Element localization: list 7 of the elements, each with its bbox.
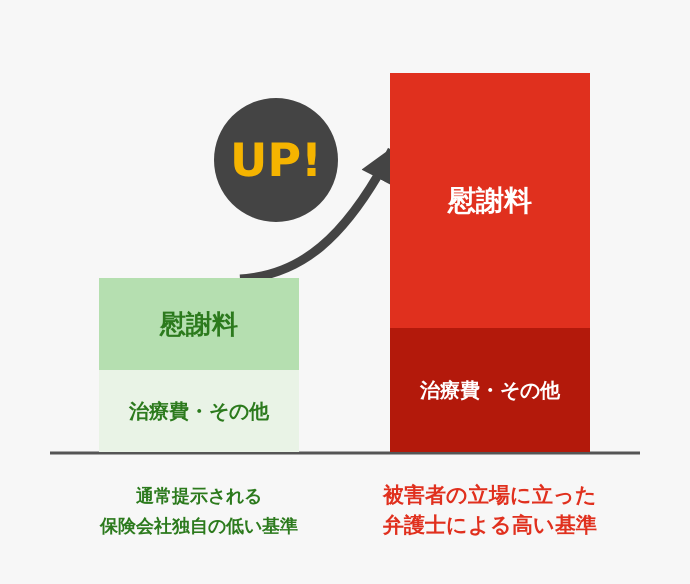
bar-segment: 慰謝料: [99, 278, 299, 370]
bar-segment: 治療費・その他: [99, 370, 299, 452]
caption: 被害者の立場に立った弁護士による高い基準: [381, 482, 598, 539]
bar-segment: 慰謝料: [390, 73, 590, 328]
bar-segment: 治療費・その他: [390, 328, 590, 452]
caption: 通常提示される保険会社独自の低い基準: [98, 485, 299, 539]
up-circle: UP!: [214, 98, 338, 222]
